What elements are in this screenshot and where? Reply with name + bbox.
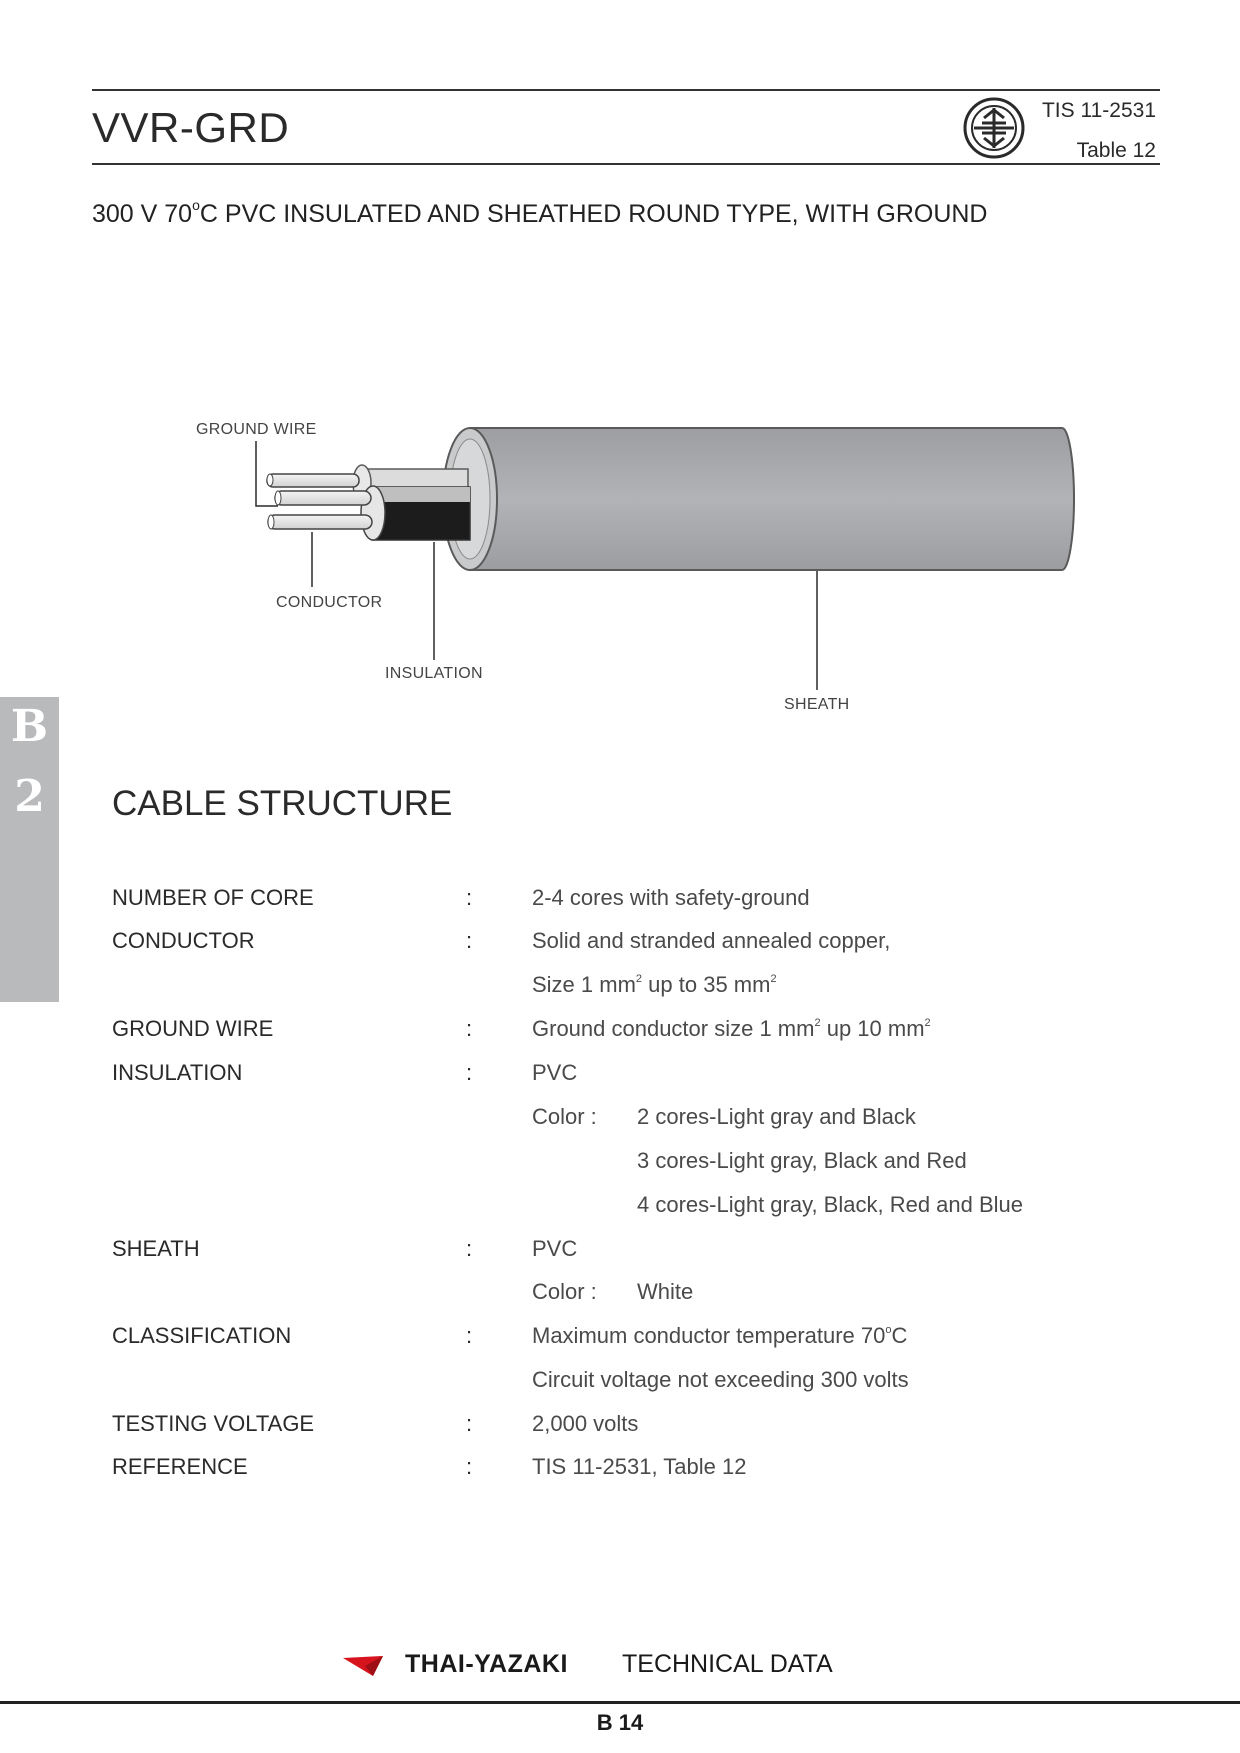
cable-subtitle: 300 V 70oC PVC INSULATED AND SHEATHED RO…: [92, 197, 988, 229]
page-title: VVR-GRD: [92, 104, 290, 151]
spec-colon: :: [466, 1236, 473, 1261]
sheath-label: SHEATH: [784, 696, 850, 713]
spec-sheath-color-label: Color :: [532, 1279, 597, 1304]
spec-value-number-of-core: 2-4 cores with safety-ground: [532, 885, 810, 910]
spec-sheath-color: White: [637, 1279, 694, 1304]
spec-label-insulation: INSULATION: [112, 1060, 243, 1085]
spec-label-classification: CLASSIFICATION: [112, 1323, 292, 1348]
spec-value-ground-wire: Ground conductor size 1 mm2 up 10 mm2: [532, 1016, 931, 1041]
header-top-rule: [92, 89, 1160, 91]
thai-yazaki-logo-icon: [343, 1656, 383, 1676]
subtitle-description: C PVC INSULATED AND SHEATHED ROUND TYPE,…: [199, 200, 988, 228]
spec-label-number-of-core: NUMBER OF CORE: [112, 885, 314, 910]
standard-table: Table 12: [1076, 139, 1156, 162]
page-number: B 14: [596, 1710, 644, 1735]
subtitle-voltage: 300 V 70: [92, 200, 193, 228]
spec-colon: :: [466, 1323, 473, 1348]
spec-label-ground-wire: GROUND WIRE: [112, 1016, 274, 1041]
spec-insulation-color-2core: 2 cores-Light gray and Black: [637, 1104, 916, 1129]
side-tab-letter: B: [10, 701, 49, 752]
footer-tagline: TECHNICAL DATA: [622, 1650, 833, 1678]
spec-colon: :: [466, 1016, 473, 1041]
spec-colon: :: [466, 1060, 473, 1085]
spec-value-reference: TIS 11-2531, Table 12: [532, 1454, 747, 1479]
spec-label-conductor: CONDUCTOR: [112, 928, 255, 953]
spec-value-conductor: Solid and stranded annealed copper,: [532, 928, 891, 953]
spec-value-sheath-material: PVC: [532, 1236, 578, 1261]
tis-certification-icon: [963, 97, 1025, 159]
spec-value-classification-temp: Maximum conductor temperature 70oC: [532, 1323, 908, 1348]
standard-number: TIS 11-2531: [1041, 99, 1156, 122]
leader-lines: [255, 441, 818, 690]
spec-label-reference: REFERENCE: [112, 1454, 248, 1479]
spec-value-conductor-size: Size 1 mm2 up to 35 mm2: [532, 972, 777, 997]
spec-colon: :: [466, 1454, 473, 1479]
section-side-tab: B 2: [0, 697, 59, 1002]
section-title: CABLE STRUCTURE: [112, 784, 453, 823]
spec-value-testing-voltage: 2,000 volts: [532, 1411, 639, 1436]
cable-diagram: [255, 427, 1075, 690]
spec-insulation-color-label: Color :: [532, 1104, 597, 1129]
insulation-label: INSULATION: [385, 665, 483, 682]
conductor-label: CONDUCTOR: [276, 594, 383, 611]
spec-insulation-color-4core: 4 cores-Light gray, Black, Red and Blue: [637, 1192, 1024, 1217]
spec-colon: :: [466, 1411, 473, 1436]
side-tab-number: 2: [14, 771, 45, 822]
footer-brand: THAI-YAZAKI: [405, 1650, 568, 1678]
footer-rule: [0, 1701, 1240, 1704]
spec-label-testing-voltage: TESTING VOLTAGE: [112, 1411, 315, 1436]
sheath-body: [442, 427, 1075, 571]
spec-insulation-color-3core: 3 cores-Light gray, Black and Red: [637, 1148, 967, 1173]
spec-label-sheath: SHEATH: [112, 1236, 200, 1261]
insulated-cores: [352, 464, 471, 541]
spec-colon: :: [466, 928, 473, 953]
spec-value-insulation-material: PVC: [532, 1060, 578, 1085]
subtitle-degree: o: [192, 197, 200, 213]
header-bottom-rule: [92, 163, 1160, 165]
ground-wire-label: GROUND WIRE: [196, 421, 317, 438]
spec-colon: :: [466, 885, 473, 910]
bare-conductors: [266, 473, 373, 530]
spec-value-classification-voltage: Circuit voltage not exceeding 300 volts: [532, 1367, 909, 1392]
